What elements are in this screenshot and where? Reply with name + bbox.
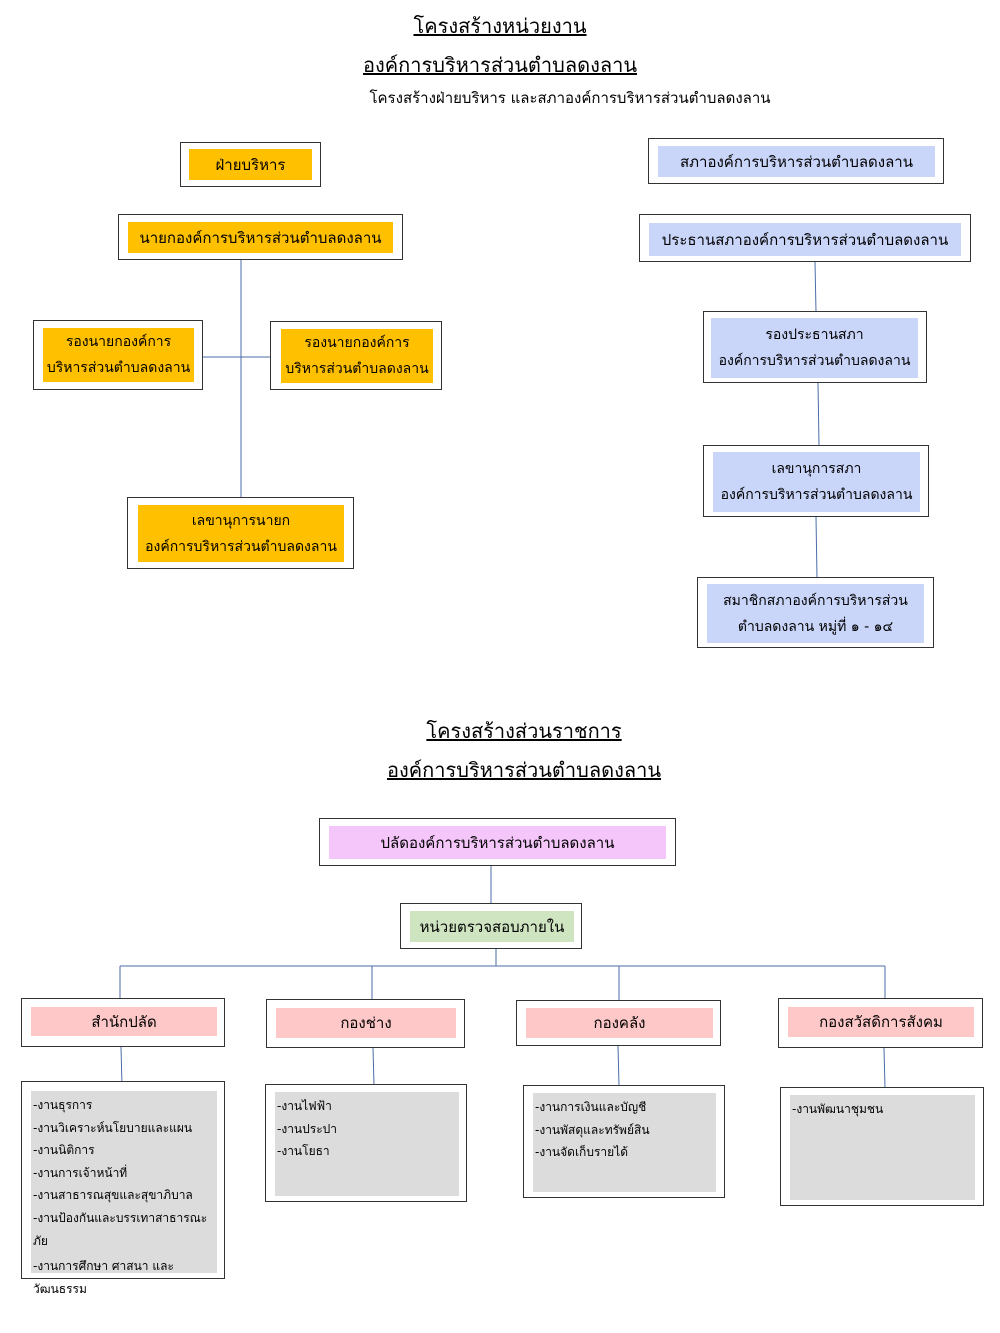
mayor-secretary-label: เลขานุการนายก องค์การบริหารส่วนตำบลดงลาน <box>138 505 344 562</box>
task-item: -งานไฟฟ้า <box>277 1099 332 1113</box>
org-name: องค์การบริหารส่วนตำบลดงลาน <box>362 53 638 77</box>
council-vice-line2: องค์การบริหารส่วนตำบลดงลาน <box>718 353 911 369</box>
task-item: -งานการเจ้าหน้าที่ <box>33 1165 128 1180</box>
task-list-3: -งานการเงินและบัญชี -งานพัสดุและทรัพย์สิ… <box>533 1093 716 1192</box>
council-members-label: สมาชิกสภาองค์การบริหารส่วน ตำบลดงลาน หมู… <box>707 584 924 643</box>
task-item: -งานโยธา <box>277 1144 330 1159</box>
task-list-box-1: -งานธุรการ -งานวิเคราะห์นโยบายและแผน -งา… <box>21 1081 225 1296</box>
deputy-right-line2: บริหารส่วนตำบลดงลาน <box>285 361 429 377</box>
council-vice-line1: รองประธานสภา <box>765 327 864 343</box>
connector-div3-tasks <box>617 1045 620 1087</box>
division-box-1: สำนักปลัด <box>21 998 225 1047</box>
deputy-left-line2: บริหารส่วนตำบลดงลาน <box>46 360 191 376</box>
council-secretary-box: เลขานุการสภา องค์การบริหารส่วนตำบลดงลาน <box>703 445 929 517</box>
connector-vice-secretary <box>817 382 820 447</box>
mayor-secretary-box: เลขานุการนายก องค์การบริหารส่วนตำบลดงลาน <box>127 497 354 569</box>
division-name-4: กองสวัสดิการสังคม <box>788 1007 974 1037</box>
task-item: -งานสาธารณสุขและสุขาภิบาล <box>33 1188 193 1203</box>
council-vice-label: รองประธานสภา องค์การบริหารส่วนตำบลดงลาน <box>711 318 918 378</box>
task-list-2: -งานไฟฟ้า -งานประปา -งานโยธา <box>275 1092 459 1196</box>
division-box-4: กองสวัสดิการสังคม <box>778 998 983 1048</box>
task-item: -งานพัฒนาชุมชน <box>792 1102 884 1116</box>
deputy-right-line1: รองนายกองค์การ <box>304 335 410 351</box>
mayor-secretary-line2: องค์การบริหารส่วนตำบลดงลาน <box>145 538 337 555</box>
council-secretary-line1: เลขานุการสภา <box>771 461 862 477</box>
task-item: -งานการเงินและบัญชี <box>535 1100 647 1114</box>
task-item: -งานการศึกษา ศาสนา และวัฒนธรรม <box>33 1259 174 1296</box>
mayor-secretary-line1: เลขานุการนายก <box>191 512 291 529</box>
division-name-1: สำนักปลัด <box>31 1007 217 1036</box>
task-item: -งานวิเคราะห์นโยบายและแผน <box>33 1120 193 1135</box>
task-item: -งานนิติการ <box>33 1143 95 1158</box>
council-members-line1: สมาชิกสภาองค์การบริหารส่วน <box>723 592 908 609</box>
council-president-label: ประธานสภาองค์การบริหารส่วนตำบลดงลาน <box>649 223 961 256</box>
executive-heading: ฝ่ายบริหาร <box>189 149 312 180</box>
council-secretary-line2: องค์การบริหารส่วนตำบลดงลาน <box>720 487 913 503</box>
division-name-2: กองช่าง <box>276 1008 456 1038</box>
mayor-label: นายกองค์การบริหารส่วนตำบลดงลาน <box>128 222 393 253</box>
government-org-name: องค์การบริหารส่วนตำบลดงลาน <box>386 758 662 782</box>
division-name-3: กองคลัง <box>526 1008 713 1038</box>
head-label: ปลัดองค์การบริหารส่วนตำบลดงลาน <box>329 826 666 859</box>
executive-heading-box: ฝ่ายบริหาร <box>180 142 321 187</box>
task-list-box-3: -งานการเงินและบัญชี -งานพัสดุและทรัพย์สิ… <box>523 1085 725 1198</box>
task-item: -งานจัดเก็บรายได้ <box>535 1145 628 1160</box>
head-box: ปลัดองค์การบริหารส่วนตำบลดงลาน <box>319 818 676 866</box>
deputy-left-label: รองนายกองค์การ บริหารส่วนตำบลดงลาน <box>43 328 194 382</box>
council-heading: สภาองค์การบริหารส่วนตำบลดงลาน <box>658 146 935 177</box>
council-president-box: ประธานสภาองค์การบริหารส่วนตำบลดงลาน <box>639 214 971 262</box>
council-members-box: สมาชิกสภาองค์การบริหารส่วน ตำบลดงลาน หมู… <box>697 577 934 648</box>
task-list-box-4: -งานพัฒนาชุมชน <box>780 1087 984 1206</box>
task-list-4: -งานพัฒนาชุมชน <box>790 1095 975 1200</box>
task-item: -งานธุรการ <box>33 1098 93 1112</box>
connector-div4-tasks <box>883 1047 886 1089</box>
deputy-left-line1: รองนายกองค์การ <box>65 334 172 350</box>
council-heading-box: สภาองค์การบริหารส่วนตำบลดงลาน <box>648 138 944 184</box>
connector-secretary-members <box>815 516 818 579</box>
page-subtitle: โครงสร้างฝ่ายบริหาร และสภาองค์การบริหารส… <box>369 89 771 107</box>
division-box-2: กองช่าง <box>266 999 465 1048</box>
connector-div1-tasks <box>120 1046 123 1087</box>
council-secretary-label: เลขานุการสภา องค์การบริหารส่วนตำบลดงลาน <box>713 452 920 512</box>
deputy-right-box: รองนายกองค์การ บริหารส่วนตำบลดงลาน <box>270 321 442 390</box>
page-title: โครงสร้างหน่วยงาน <box>413 14 587 38</box>
task-item: -งานประปา <box>277 1121 337 1136</box>
deputy-left-box: รองนายกองค์การ บริหารส่วนตำบลดงลาน <box>33 320 203 390</box>
mayor-box: นายกองค์การบริหารส่วนตำบลดงลาน <box>118 214 403 260</box>
task-list-1: -งานธุรการ -งานวิเคราะห์นโยบายและแผน -งา… <box>31 1091 217 1296</box>
deputy-right-label: รองนายกองค์การ บริหารส่วนตำบลดงลาน <box>281 329 433 383</box>
council-members-line2: ตำบลดงลาน หมู่ที่ ๑ - ๑๔ <box>737 618 894 635</box>
task-item: -งานป้องกันและบรรเทาสาธารณะภัย <box>33 1210 208 1248</box>
council-vice-box: รองประธานสภา องค์การบริหารส่วนตำบลดงลาน <box>703 311 927 383</box>
task-list-box-2: -งานไฟฟ้า -งานประปา -งานโยธา <box>265 1084 467 1202</box>
connector-div2-tasks <box>372 1047 375 1086</box>
division-box-3: กองคลัง <box>516 1000 721 1046</box>
audit-label: หน่วยตรวจสอบภายใน <box>410 911 574 942</box>
government-title: โครงสร้างส่วนราชการ <box>426 719 622 743</box>
task-item: -งานพัสดุและทรัพย์สิน <box>535 1122 650 1137</box>
connector-president-vice <box>814 261 817 313</box>
audit-box: หน่วยตรวจสอบภายใน <box>400 903 582 949</box>
